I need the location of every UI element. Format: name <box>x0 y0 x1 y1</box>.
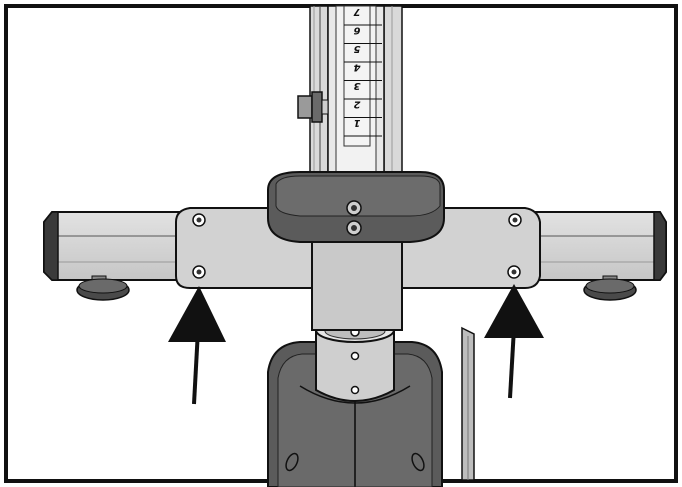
base-slot-left <box>285 452 299 472</box>
center-neck <box>311 239 403 331</box>
arrow-callout-left <box>168 286 226 405</box>
scale-label: 4 <box>353 62 361 73</box>
base-slot-right <box>411 452 425 472</box>
height-scale: 7 6 5 4 3 2 1 <box>343 5 382 147</box>
scale-label: 1 <box>354 117 361 128</box>
arrow-callout-right <box>484 284 544 399</box>
leveler-foot-right <box>583 275 637 301</box>
scale-label: 3 <box>353 80 360 91</box>
end-cap-left <box>43 211 59 281</box>
scale-label: 6 <box>353 25 360 36</box>
adjustment-knob <box>297 91 329 123</box>
top-cap <box>267 171 445 243</box>
socket-hole-2 <box>350 351 360 361</box>
end-cap-right <box>653 211 667 281</box>
socket-hole-3 <box>350 385 360 395</box>
scale-label: 7 <box>353 6 360 17</box>
leveler-foot-left <box>76 275 130 301</box>
scale-label: 2 <box>353 99 360 110</box>
hex-key-tool <box>461 326 475 481</box>
scale-label: 5 <box>353 43 360 54</box>
